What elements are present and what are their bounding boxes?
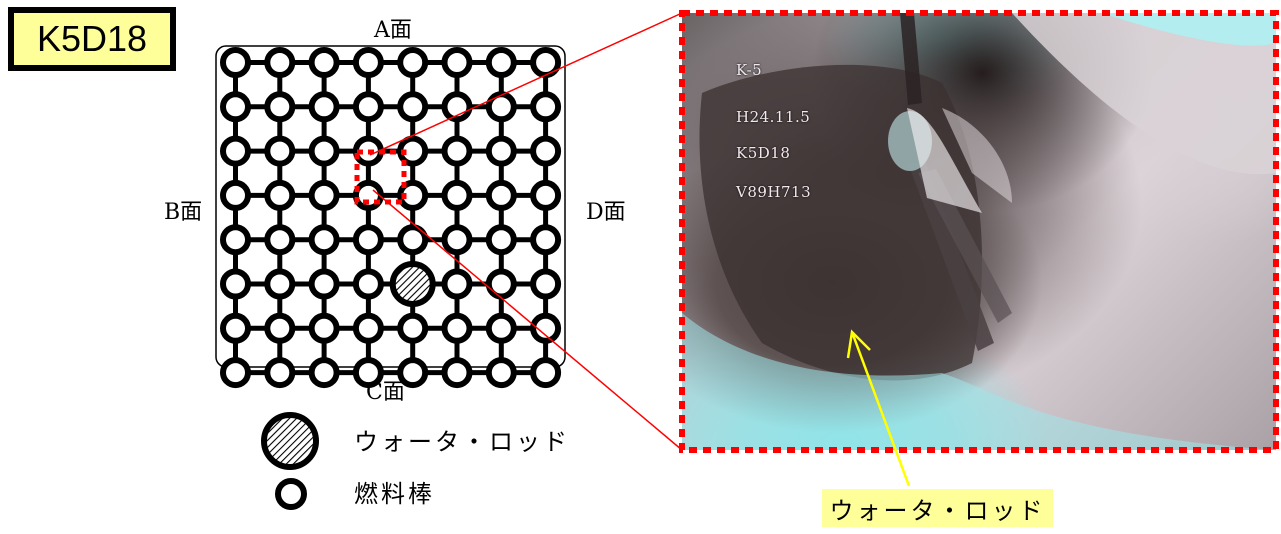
fuel-rod (441, 312, 473, 344)
fuel-rod (441, 357, 473, 389)
fuel-rod (397, 357, 429, 389)
fuel-rod (352, 224, 384, 256)
face-a-label: A面 (374, 18, 412, 43)
fuel-rod (441, 179, 473, 211)
fuel-rod (397, 312, 429, 344)
fuel-rod (352, 47, 384, 78)
fuel-rod (485, 224, 517, 256)
fuel-rod (530, 224, 562, 256)
fuel-rod (441, 135, 473, 167)
fuel-rod (264, 135, 296, 167)
fuel-rod (530, 135, 562, 167)
fuel-rod (485, 312, 517, 344)
fuel-rod (264, 91, 296, 123)
fuel-rod (441, 47, 473, 78)
fuel-rod (220, 224, 251, 256)
fuel-rod (308, 135, 340, 167)
fuel-rod (308, 312, 340, 344)
overlay-line-2: H24.11.5 (736, 108, 811, 126)
water-rod (389, 261, 436, 307)
fuel-rod (530, 312, 562, 344)
fuel-rod (441, 224, 473, 256)
fuel-rod (397, 47, 429, 78)
fuel-rod (485, 135, 517, 167)
camera-image-detail (682, 13, 1276, 450)
fuel-rod (308, 91, 340, 123)
fuel-rod (220, 47, 251, 78)
fuel-rod (485, 357, 517, 389)
fuel-rod (220, 312, 251, 344)
lattice-highlight-box (354, 149, 407, 205)
face-d-label: D面 (586, 200, 626, 225)
fuel-rod (397, 179, 429, 211)
assembly-frame (215, 45, 566, 368)
overlay-line-3: K5D18 (736, 144, 791, 162)
fuel-rod (220, 357, 251, 389)
overlay-line-4: V89H713 (736, 183, 812, 201)
water-rod-legend-icon (261, 412, 319, 470)
assembly-id-label: K5D18 (12, 11, 172, 67)
zoom-line-bottom (372, 189, 683, 451)
fuel-rod (352, 312, 384, 344)
fuel-rod (397, 91, 429, 123)
fuel-rod (264, 47, 296, 78)
fuel-rod (530, 268, 562, 300)
zoom-line-top (369, 12, 683, 156)
fuel-rod (220, 179, 251, 211)
fuel-rod (264, 268, 296, 300)
overlay-line-1: K-5 (736, 61, 763, 79)
fuel-rod (397, 224, 429, 256)
fuel-rod (485, 179, 517, 211)
face-b-label: B面 (164, 200, 203, 225)
fuel-rod (485, 47, 517, 78)
fuel-rod (485, 268, 517, 300)
legend-fuel-rod-label: 燃料棒 (354, 480, 435, 508)
fuel-rod (264, 179, 296, 211)
fuel-rod (308, 357, 340, 389)
face-c-label: C面 (366, 380, 405, 405)
fuel-rod (352, 268, 384, 300)
legend-water-rod-label: ウォータ・ロッド (354, 428, 570, 456)
fuel-rod (220, 135, 251, 167)
fuel-rod (485, 91, 517, 123)
fuel-rod (308, 179, 340, 211)
fuel-rod (264, 357, 296, 389)
fuel-rod (352, 91, 384, 123)
fuel-rod (220, 268, 251, 300)
fuel-rod (264, 224, 296, 256)
fuel-rod (441, 268, 473, 300)
fuel-rod (264, 312, 296, 344)
fuel-rod (308, 47, 340, 78)
fuel-rod (530, 91, 562, 123)
fuel-rod (397, 135, 429, 167)
assembly-id-badge: K5D18 (8, 7, 176, 71)
camera-image: K-5 H24.11.5 K5D18 V89H713 (682, 13, 1276, 450)
fuel-rod (530, 179, 562, 211)
fuel-rod (308, 224, 340, 256)
fuel-rod-legend-icon (275, 478, 307, 510)
fuel-rod (308, 268, 340, 300)
water-rod-callout: ウォータ・ロッド (822, 489, 1053, 527)
fuel-rod (352, 357, 384, 389)
fuel-rod (220, 91, 251, 123)
fuel-rod (530, 357, 562, 389)
